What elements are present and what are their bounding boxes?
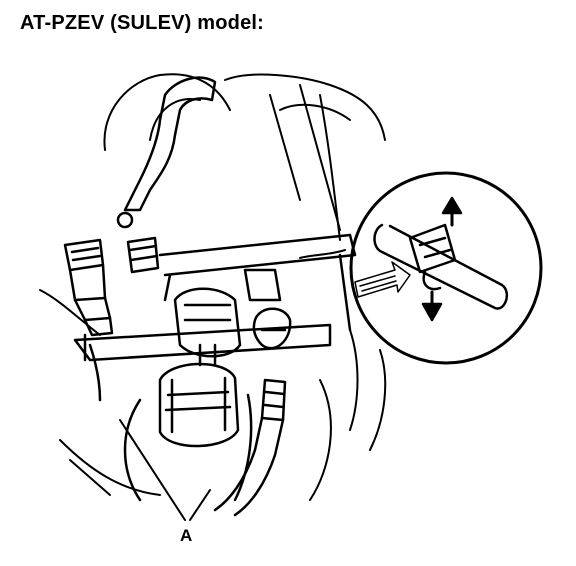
inset-pipe <box>373 223 509 310</box>
callout-leaders <box>119 419 211 521</box>
callout-label-a: A <box>180 526 192 545</box>
fuel-filter-canister <box>123 362 253 502</box>
push-arrow-icon <box>354 261 411 298</box>
inset-clip <box>408 223 457 274</box>
page-title: AT-PZEV (SULEV) model: <box>20 12 265 34</box>
quick-connector-cluster <box>173 268 292 367</box>
mounting-bracket <box>73 233 357 402</box>
engine-body-outline <box>39 73 387 501</box>
detail-inset <box>299 171 543 365</box>
right-fuel-hose <box>213 378 287 517</box>
second-connector <box>126 236 160 274</box>
upper-pipe <box>116 76 217 229</box>
left-connector <box>63 238 114 337</box>
